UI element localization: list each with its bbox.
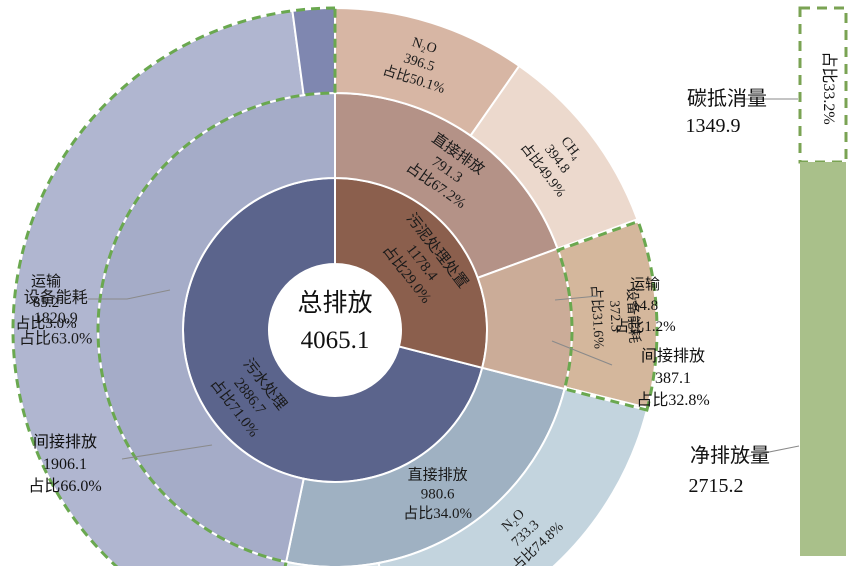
slice-pct: 占比31.6%	[587, 285, 606, 350]
sunburst-rings	[12, 6, 658, 566]
callout-value: 387.1	[655, 370, 691, 387]
callout-name: 间接排放	[641, 347, 705, 365]
sunburst-slice[interactable]	[291, 6, 336, 97]
leader-transport-right	[554, 295, 599, 301]
leader-indirect-left	[121, 444, 213, 460]
slice-pct: 占比63.0%	[19, 330, 92, 348]
center-total-label: 总排放	[297, 289, 372, 317]
highlight-indirect-left	[11, 6, 337, 566]
slice-name: 设备能耗	[623, 287, 643, 344]
sunburst-slice[interactable]	[469, 64, 639, 250]
slice-name: 直接排放	[408, 466, 468, 483]
callout-name: 运输	[630, 276, 660, 293]
slice-value: 980.6	[421, 487, 455, 503]
leader-net-bar	[738, 445, 800, 459]
net-emission-name: 净排放量	[690, 444, 770, 467]
callout-value: 1906.1	[43, 456, 87, 473]
carbon-offset-name: 碳抵消量	[687, 87, 767, 110]
slice-name: N₂O	[410, 35, 438, 57]
callout-name: 运输	[31, 273, 61, 290]
center-total-value: 4065.1	[301, 327, 370, 354]
net-emission-value: 2715.2	[689, 475, 744, 497]
sunburst-slice-label: 设备能耗 1820.9 占比63.0%	[19, 289, 92, 348]
callout-pct: 占比32.8%	[636, 391, 709, 409]
carbon-offset-bar-pct: 占比33.2%	[820, 51, 838, 124]
callout-transport-left: 运输 85.2 占比3.0%	[15, 273, 76, 332]
callout-pct: 占比66.0%	[28, 477, 101, 495]
callout-indirect-right: 间接排放 387.1 占比32.8%	[636, 347, 709, 409]
callout-pct: 占比3.0%	[15, 315, 76, 332]
donut-center-hole	[269, 264, 401, 396]
callout-name: 间接排放	[33, 433, 97, 451]
carbon-offset-label: 碳抵消量 1349.9	[686, 87, 768, 137]
highlight-indirect-right	[556, 219, 659, 412]
slice-pct: 占比34.0%	[403, 505, 472, 522]
leader-transport-left	[88, 289, 171, 300]
leader-indirect-right	[551, 340, 613, 366]
slice-value: 1820.9	[34, 310, 78, 327]
leader-lines	[88, 98, 800, 460]
slice-value: 372.3	[606, 300, 623, 332]
callout-value: 85.2	[33, 295, 59, 311]
sunburst-slice-label: 直接排放 980.6 占比34.0%	[403, 466, 472, 521]
callout-indirect-left: 间接排放 1906.1 占比66.0%	[28, 433, 101, 495]
net-emission-label: 净排放量 2715.2	[689, 444, 771, 497]
net-emission-bar	[800, 162, 846, 556]
callout-transport-right: 运输 14.8 占比1.2%	[614, 276, 675, 335]
callout-pct: 占比1.2%	[614, 318, 675, 335]
carbon-offset-value: 1349.9	[686, 115, 741, 137]
callout-value: 14.8	[632, 298, 658, 314]
slice-name: 设备能耗	[24, 289, 88, 307]
highlight-outlines	[11, 6, 659, 566]
